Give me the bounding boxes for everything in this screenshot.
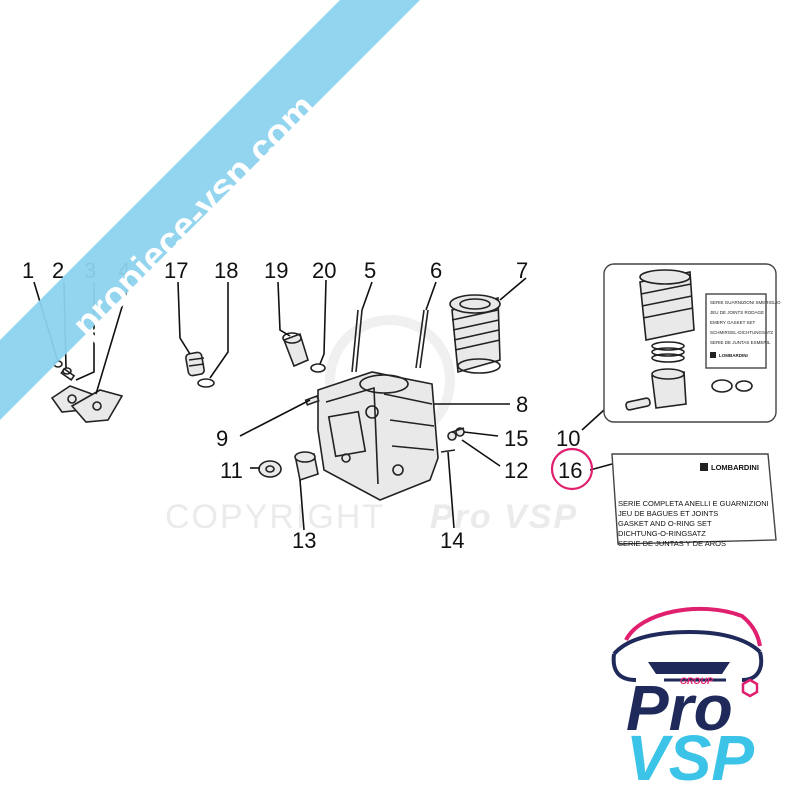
kit-16-line-5: SERIE DE JUNTAS Y DE AROS	[618, 539, 726, 548]
logo-car-body	[611, 651, 764, 682]
kit-16-line-2: JEU DE BAGUES ET JOINTS	[618, 509, 718, 518]
callout-2: 2	[52, 258, 64, 283]
kit-top-line-4: SCHMIRGEL-DICHTUNGSATZ	[710, 330, 773, 335]
callout-10: 10	[556, 426, 580, 451]
callout-18: 18	[214, 258, 238, 283]
part-13-bushing	[294, 451, 319, 482]
part-19-20-fitting-and-oring	[282, 332, 326, 373]
logo-car-grille	[648, 662, 730, 674]
part-14-pin	[440, 449, 456, 453]
part-3-4-flange-covers	[50, 385, 124, 423]
part-6-stud	[415, 309, 425, 369]
lombardini-logo-mark	[700, 463, 708, 471]
kit-top-line-3: EMERY GASKET SET	[710, 320, 756, 325]
copyright-watermark: COPYRIGHT Pro VSP	[165, 315, 578, 536]
part-7-cylinder	[449, 294, 501, 374]
callout-13: 13	[292, 528, 316, 553]
kit-16-line-3: GASKET AND O-RING SET	[618, 519, 712, 528]
callout-17: 17	[164, 258, 188, 283]
kit-card-gasket-and-oring-set: LOMBARDINI SERIE COMPLETA ANELLI E GUARN…	[611, 453, 777, 548]
kit-box-emery-gasket-set: SERIE GUARNIZIONI SMERIGLIO JEU DE JOINT…	[603, 263, 781, 423]
kit-16-line-1: SERIE COMPLETA ANELLI E GUARNIZIONI	[618, 499, 769, 508]
watermark-url: propiece-vsp.com	[65, 87, 325, 347]
logo-vsp-text: VSP	[626, 722, 754, 794]
part-8-crankcase	[317, 371, 439, 501]
callout-numbers: 1 2 3 4 17 18 19 20 5 6 7 8 9 10 11 12 1…	[22, 258, 594, 553]
lombardini-logo-mark-small	[710, 352, 716, 358]
kit-top-line-2: JEU DE JOINTS RODAGE	[710, 310, 764, 315]
callout-8: 8	[516, 392, 528, 417]
logo-hex-icon	[741, 678, 759, 698]
logo-car-roof	[624, 606, 762, 647]
part-5-stud	[351, 309, 359, 373]
callout-16: 16	[558, 458, 582, 483]
kit-16-line-4: DICHTUNG-O-RINGSATZ	[618, 529, 706, 538]
logo-pro-text: Pro	[626, 672, 733, 744]
part-17-18-plug-and-oring	[185, 351, 215, 388]
part-15-12-plugs	[447, 427, 465, 441]
callout-15: 15	[504, 426, 528, 451]
callout-9: 9	[216, 426, 228, 451]
callout-11: 11	[220, 458, 243, 483]
callout-7: 7	[516, 258, 528, 283]
callout-12: 12	[504, 458, 528, 483]
callout-5: 5	[364, 258, 376, 283]
kit-top-line-5: SERIE DE JUNTAS ESMERIL	[710, 340, 771, 345]
callout-19: 19	[264, 258, 288, 283]
highlight-circle-16	[550, 447, 594, 491]
logo-car-hood	[612, 629, 762, 656]
callout-6: 6	[430, 258, 442, 283]
logo-group-text: GROUP	[680, 676, 714, 686]
kit-16-brand: LOMBARDINI	[711, 463, 759, 472]
copyright-text: COPYRIGHT	[165, 498, 385, 536]
kit-top-line-1: SERIE GUARNIZIONI SMERIGLIO	[710, 300, 781, 305]
part-11-washer	[258, 460, 282, 478]
callout-14: 14	[440, 528, 464, 553]
callout-20: 20	[312, 258, 336, 283]
callout-1: 1	[22, 258, 34, 283]
copyright-brand: Pro VSP	[430, 498, 578, 536]
watermark-banner-band	[0, 0, 420, 420]
website-watermark-banner: propiece-vsp.com	[0, 0, 420, 420]
kit-top-brand: LOMBARDINI	[719, 353, 748, 358]
part-1-2-screws	[53, 360, 76, 382]
pro-vsp-logo: GROUP Pro VSP	[611, 606, 764, 794]
